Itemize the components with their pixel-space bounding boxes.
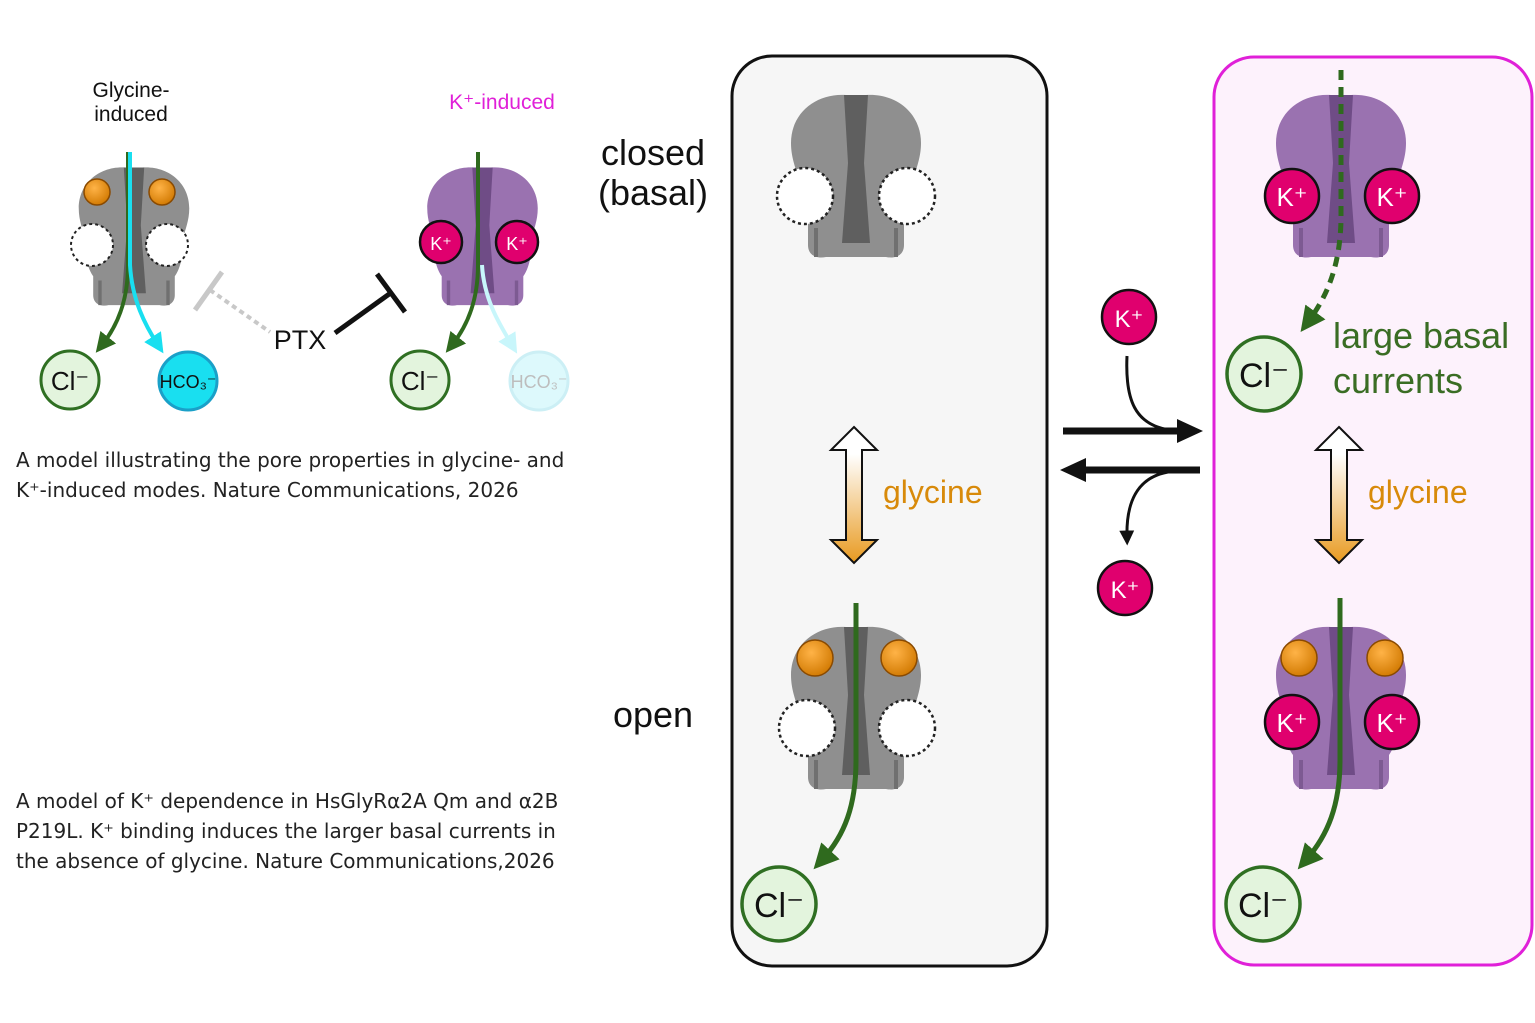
chloride-pore-arrow [95, 152, 130, 353]
ptx-label: PTX [274, 325, 327, 355]
left-panel: Glycine-induced K⁺-induced Cl⁻ HCO₃⁻ PTX [39, 79, 570, 412]
svg-text:HCO₃⁻: HCO₃⁻ [511, 372, 568, 392]
empty-site-icon [877, 166, 937, 226]
bicarbonate-ion-icon: HCO₃⁻ [157, 350, 219, 412]
potassium-ion-icon: K⁺ [494, 219, 540, 265]
potassium-ion-icon: K⁺ [418, 219, 464, 265]
chloride-ion-icon: Cl⁻ [389, 349, 451, 411]
glycine-induced-label: Glycine-induced [92, 79, 169, 126]
label-line: induced [94, 103, 168, 126]
potassium-ion-icon: K⁺ [1100, 288, 1158, 346]
inhibition-dashed-line [208, 288, 272, 334]
inhibition-icon [333, 272, 408, 336]
potassium-ion-icon: K⁺ [1263, 693, 1321, 751]
svg-text:HCO₃⁻: HCO₃⁻ [160, 372, 217, 392]
chloride-ion-icon: Cl⁻ [39, 349, 101, 411]
chloride-pore-arrow [813, 603, 859, 870]
glycine-ball-icon [880, 639, 918, 677]
basal-panel: closed(basal) open glycine Cl⁻ [598, 54, 1049, 968]
svg-text:K⁺: K⁺ [1376, 708, 1407, 738]
svg-text:K⁺: K⁺ [1115, 306, 1144, 333]
potassium-release-curve [1119, 470, 1169, 546]
double-arrow-icon [1313, 425, 1365, 565]
chloride-ion-icon: Cl⁻ [740, 865, 818, 943]
glycine-ball-icon [1366, 639, 1404, 677]
potassium-ion-icon: K⁺ [1363, 693, 1421, 751]
label-line: currents [1333, 360, 1463, 401]
glycine-ball-icon [148, 178, 176, 206]
potassium-ion-icon: K⁺ [1263, 167, 1321, 225]
svg-text:Cl⁻: Cl⁻ [1238, 887, 1288, 925]
bicarbonate-pore-arrow [128, 152, 164, 354]
chloride-pore-arrow [1297, 598, 1343, 870]
pale-bicarbonate-arrow [480, 264, 518, 354]
open-label: open [613, 694, 693, 735]
closed-label: closed(basal) [598, 132, 708, 213]
empty-site-icon [70, 223, 114, 267]
svg-text:K⁺: K⁺ [1376, 182, 1407, 212]
leak-pore-arrow [1300, 70, 1344, 333]
chloride-ion-icon: Cl⁻ [1224, 865, 1302, 943]
potassium-binding-curve [1125, 355, 1171, 432]
svg-text:Cl⁻: Cl⁻ [401, 366, 439, 396]
equilibrium-arrows: K⁺ K⁺ [1060, 288, 1203, 617]
svg-text:Cl⁻: Cl⁻ [754, 887, 804, 925]
double-arrow-icon [828, 425, 880, 565]
glycine-ball-icon [796, 639, 834, 677]
caption-pore-properties: A model illustrating the pore properties… [16, 448, 565, 502]
label-line: (basal) [598, 172, 708, 213]
svg-text:K⁺: K⁺ [506, 234, 528, 254]
svg-text:Cl⁻: Cl⁻ [51, 366, 89, 396]
empty-site-icon [777, 698, 837, 758]
forward-arrow-head [1177, 419, 1203, 443]
chloride-ion-icon: Cl⁻ [1225, 335, 1303, 413]
empty-site-icon [775, 166, 835, 226]
potassium-ion-icon: K⁺ [1363, 167, 1421, 225]
empty-site-icon [877, 698, 937, 758]
potassium-ion-icon: K⁺ [1096, 559, 1154, 617]
k-induced-label: K⁺-induced [449, 91, 555, 114]
glycine-ball-icon [83, 178, 111, 206]
svg-text:K⁺: K⁺ [1111, 577, 1140, 604]
glycine-label: glycine [883, 474, 983, 510]
reverse-arrow-head [1060, 458, 1086, 482]
caption-k-dependence: A model of K⁺ dependence in HsGlyRα2A Qm… [16, 789, 559, 873]
label-line: large basal [1333, 315, 1509, 356]
glycine-label: glycine [1368, 474, 1468, 510]
svg-text:K⁺: K⁺ [1276, 182, 1307, 212]
label-line: closed [601, 132, 705, 173]
svg-text:K⁺: K⁺ [1276, 708, 1307, 738]
bicarbonate-ion-icon: HCO₃⁻ [508, 350, 570, 412]
chloride-pore-arrow [445, 152, 480, 353]
label-line: Glycine- [92, 79, 169, 102]
svg-text:Cl⁻: Cl⁻ [1239, 357, 1289, 395]
glycine-ball-icon [1280, 639, 1318, 677]
svg-text:K⁺: K⁺ [430, 234, 452, 254]
empty-site-icon [145, 223, 189, 267]
inhibition-dashed-bar [192, 270, 225, 312]
